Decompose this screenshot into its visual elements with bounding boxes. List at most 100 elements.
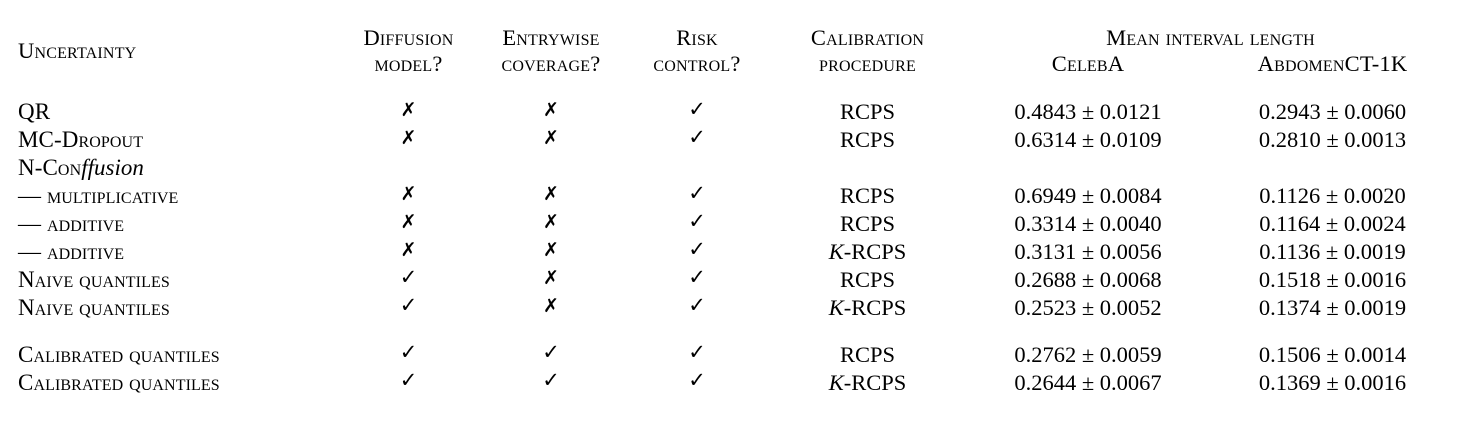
results-table: Uncertainty Diffusion model? Entrywise c… xyxy=(18,16,1455,405)
check-icon: ✓ xyxy=(542,339,560,364)
table-row: Calibrated quantiles ✓ ✓ ✓ RCPS 0.2762 ±… xyxy=(18,341,1455,369)
cross-icon: ✗ xyxy=(543,294,559,317)
header-calibration-procedure-line2: procedure xyxy=(819,51,916,77)
cell-abdomenct: 0.1374 ± 0.0019 xyxy=(1258,294,1407,320)
header-entrywise-coverage-line1: Entrywise xyxy=(502,25,600,50)
row-label: MC-Dropout xyxy=(18,126,144,152)
cell-abdomenct: 0.2810 ± 0.0013 xyxy=(1258,126,1407,152)
check-icon: ✓ xyxy=(688,208,706,233)
cell-diffusion-model: ✓ xyxy=(340,341,477,369)
cell-risk-control: ✓ xyxy=(625,126,769,154)
group-label-suffix: ffusion xyxy=(81,154,144,180)
cell-risk-control: ✓ xyxy=(625,98,769,126)
header-dataset-celeba: CelebA xyxy=(1051,51,1125,77)
cell-calibration-procedure: RCPS xyxy=(839,210,896,236)
cross-icon: ✗ xyxy=(400,98,417,121)
cell-empty xyxy=(769,154,966,182)
cell-celeba: 0.3314 ± 0.0040 xyxy=(1014,210,1162,236)
calibration-italic-prefix: K xyxy=(828,369,844,395)
header-risk-control-line1: Risk xyxy=(676,25,718,50)
cell-calibration-procedure: K-RCPS xyxy=(769,369,966,397)
cell-risk-control: ✓ xyxy=(625,266,769,294)
table-row: Calibrated quantiles ✓ ✓ ✓ K-RCPS 0.2644… xyxy=(18,369,1455,397)
check-icon: ✓ xyxy=(688,180,706,205)
row-label: Calibrated quantiles xyxy=(18,341,220,367)
header-mean-interval-length-label: Mean interval length xyxy=(1106,25,1315,50)
cross-icon: ✗ xyxy=(400,126,417,149)
check-icon: ✓ xyxy=(399,264,418,289)
row-label: — additive xyxy=(18,238,125,264)
check-icon: ✓ xyxy=(399,339,418,364)
cell-diffusion-model: ✗ xyxy=(340,182,477,210)
calibration-italic-prefix: K xyxy=(828,238,844,264)
row-label: QR xyxy=(18,98,51,124)
table-header: Uncertainty Diffusion model? Entrywise c… xyxy=(18,16,1455,87)
header-calibration-procedure-line1: Calibration xyxy=(810,25,925,50)
row-label: — additive xyxy=(18,210,125,236)
cross-icon: ✗ xyxy=(543,266,559,289)
table-body-section-2: Calibrated quantiles ✓ ✓ ✓ RCPS 0.2762 ±… xyxy=(18,330,1455,405)
cell-empty xyxy=(1210,154,1455,182)
header-dataset-abdomenct: AbdomenCT-1K xyxy=(1257,51,1408,77)
check-icon: ✓ xyxy=(688,124,706,149)
table-row: — additive ✗ ✗ ✓ K-RCPS 0.3131 ± 0.0056 … xyxy=(18,238,1455,266)
cell-celeba: 0.2762 ± 0.0059 xyxy=(1014,341,1162,367)
row-label: Naive quantiles xyxy=(18,294,170,320)
spacer xyxy=(18,322,1455,330)
cell-entrywise-coverage: ✗ xyxy=(477,238,625,266)
cross-icon: ✗ xyxy=(400,182,417,205)
cell-entrywise-coverage: ✗ xyxy=(477,210,625,238)
cell-calibration-procedure: K-RCPS xyxy=(769,294,966,322)
table-row: — additive ✗ ✗ ✓ RCPS 0.3314 ± 0.0040 0.… xyxy=(18,210,1455,238)
row-label: Naive quantiles xyxy=(18,266,170,292)
cell-entrywise-coverage: ✗ xyxy=(477,126,625,154)
cross-icon: ✗ xyxy=(400,210,417,233)
cell-abdomenct: 0.1164 ± 0.0024 xyxy=(1259,210,1406,236)
cell-calibration-procedure: K-RCPS xyxy=(769,238,966,266)
header-diffusion-model: Diffusion model? xyxy=(340,16,477,87)
table-row: — multiplicative ✗ ✗ ✓ RCPS 0.6949 ± 0.0… xyxy=(18,182,1455,210)
calibration-procedure-label: -RCPS xyxy=(843,294,907,320)
table-body-section-1: QR ✗ ✗ ✓ RCPS 0.4843 ± 0.0121 0.2943 ± 0… xyxy=(18,87,1455,330)
cell-empty xyxy=(966,154,1210,182)
cell-calibration-procedure: RCPS xyxy=(839,126,896,152)
cell-calibration-procedure: RCPS xyxy=(839,341,896,367)
spacer xyxy=(18,330,1455,341)
cell-celeba: 0.6314 ± 0.0109 xyxy=(1014,126,1162,152)
cell-entrywise-coverage: ✗ xyxy=(477,266,625,294)
cell-calibration-procedure: RCPS xyxy=(839,266,896,292)
cell-abdomenct: 0.1518 ± 0.0016 xyxy=(1258,266,1407,292)
cell-abdomenct: 0.1136 ± 0.0019 xyxy=(1259,238,1406,264)
cell-abdomenct: 0.2943 ± 0.0060 xyxy=(1258,98,1407,124)
cell-diffusion-model: ✗ xyxy=(340,238,477,266)
cell-diffusion-model: ✓ xyxy=(340,294,477,322)
cell-abdomenct: 0.1369 ± 0.0016 xyxy=(1258,369,1407,395)
header-mean-interval-length-group: Mean interval length CelebA AbdomenCT-1K xyxy=(966,16,1455,87)
cell-entrywise-coverage: ✓ xyxy=(477,369,625,397)
calibration-procedure-label: -RCPS xyxy=(843,369,907,395)
header-entrywise-coverage-line2: coverage? xyxy=(501,51,601,77)
cell-calibration-procedure: RCPS xyxy=(839,98,896,124)
cell-celeba: 0.2523 ± 0.0052 xyxy=(1014,294,1162,320)
cell-empty xyxy=(625,154,769,182)
header-calibration-procedure: Calibration procedure xyxy=(769,16,966,87)
cell-entrywise-coverage: ✗ xyxy=(477,294,625,322)
check-icon: ✓ xyxy=(542,367,560,392)
table-group-label-row: N-Conffusion xyxy=(18,154,1455,182)
header-row: Uncertainty Diffusion model? Entrywise c… xyxy=(18,16,1455,87)
calibration-procedure-label: -RCPS xyxy=(843,238,907,264)
cell-abdomenct: 0.1506 ± 0.0014 xyxy=(1258,341,1407,367)
cell-diffusion-model: ✓ xyxy=(340,266,477,294)
table-row: MC-Dropout ✗ ✗ ✓ RCPS 0.6314 ± 0.0109 0.… xyxy=(18,126,1455,154)
spacer xyxy=(18,87,1455,98)
cell-entrywise-coverage: ✗ xyxy=(477,182,625,210)
cross-icon: ✗ xyxy=(400,238,417,261)
header-diffusion-model-line1: Diffusion xyxy=(363,25,454,50)
header-dataset-subrow: CelebA AbdomenCT-1K xyxy=(966,51,1455,86)
cross-icon: ✗ xyxy=(543,182,559,205)
header-uncertainty: Uncertainty xyxy=(18,16,340,87)
table-row: Naive quantiles ✓ ✗ ✓ RCPS 0.2688 ± 0.00… xyxy=(18,266,1455,294)
header-risk-control: Risk control? xyxy=(625,16,769,87)
cell-empty xyxy=(340,154,477,182)
cross-icon: ✗ xyxy=(543,210,559,233)
